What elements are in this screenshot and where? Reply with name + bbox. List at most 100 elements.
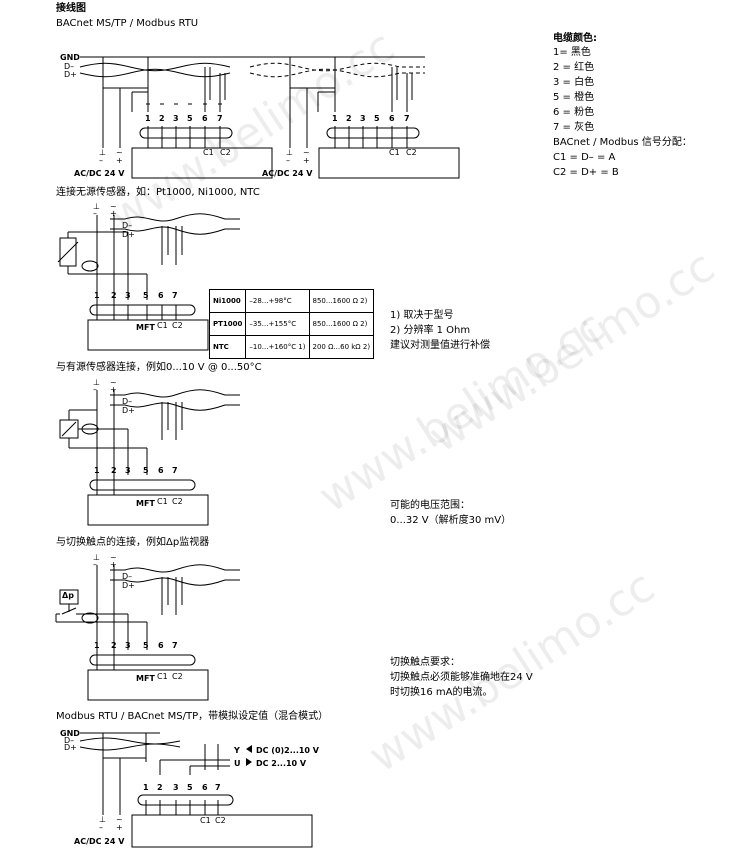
- page-title: 接线图: [56, 3, 86, 14]
- dplus-label: D+: [122, 581, 135, 590]
- terminal-label: 6: [202, 114, 208, 123]
- u-signal-label: U: [234, 759, 241, 768]
- terminal-label: 1: [94, 466, 100, 475]
- dp-sensor-label: Δp: [62, 591, 74, 600]
- terminal-label: 7: [404, 114, 410, 123]
- c1-label: C1: [203, 148, 214, 157]
- c2-label: C2: [172, 321, 183, 330]
- sensor-temp-range: –35...+155°C: [245, 312, 310, 336]
- plus-symbol: +: [116, 156, 123, 165]
- cable-color-item: 2 = 红色: [553, 62, 595, 73]
- ground-symbol: ⊥: [93, 378, 100, 387]
- section-title-mixed: Modbus RTU / BACnet MS/TP，带模拟设定值（混合模式）: [56, 711, 329, 722]
- c2-label: C2: [406, 148, 417, 157]
- note-switch: 时切换16 mA的电流。: [390, 687, 493, 698]
- gnd-label: GND: [60, 729, 80, 738]
- signal-assign-item: C2 = D+ = B: [553, 167, 619, 178]
- terminal-label: 2: [346, 114, 352, 123]
- terminal-label: 7: [172, 641, 178, 650]
- terminal-label: 3: [125, 641, 131, 650]
- sensor-res-range: 850...1600 Ω 2): [308, 289, 375, 313]
- y-signal-label: Y: [234, 746, 240, 755]
- minus-symbol: –: [286, 156, 290, 165]
- sensor-temp-range: –10...+160°C 1): [245, 335, 310, 359]
- dminus-label: D–: [122, 572, 133, 581]
- tilde-symbol: ~: [116, 148, 123, 157]
- section-title-passive: 连接无源传感器，如：Pt1000, Ni1000, NTC: [56, 187, 260, 198]
- terminal-label: 1: [94, 641, 100, 650]
- terminal-label: 2: [111, 641, 117, 650]
- cable-color-item: 1= 黑色: [553, 47, 591, 58]
- dplus-label: D+: [64, 70, 77, 79]
- mft-label: MFT: [136, 674, 155, 683]
- terminal-label: 6: [389, 114, 395, 123]
- y-signal-range: DC (0)2...10 V: [256, 746, 319, 755]
- sensor-res-range: 200 Ω...60 kΩ 2): [308, 335, 375, 359]
- cable-color-item: 6 = 粉色: [553, 107, 595, 118]
- plus-symbol: +: [303, 156, 310, 165]
- ac-dc-label: AC/DC 24 V: [74, 837, 125, 846]
- note-switch: 切换触点必须能够准确地在24 V: [390, 672, 533, 683]
- c1-label: C1: [200, 816, 211, 825]
- terminal-label: 2: [157, 783, 163, 792]
- tilde-symbol: ~: [303, 148, 310, 157]
- gnd-label: GND: [60, 53, 80, 62]
- dminus-label: D–: [122, 221, 133, 230]
- c2-label: C2: [220, 148, 231, 157]
- terminal-label: 3: [173, 114, 179, 123]
- tilde-symbol: ~: [110, 202, 117, 211]
- dminus-label: D–: [64, 62, 75, 71]
- table-row: Ni1000 –28...+98°C 850...1600 Ω 2): [208, 289, 375, 313]
- plus-symbol: +: [110, 209, 117, 218]
- terminal-label: 7: [172, 291, 178, 300]
- minus-symbol: –: [99, 156, 103, 165]
- terminal-label: 2: [159, 114, 165, 123]
- dplus-label: D+: [122, 230, 135, 239]
- terminal-label: 1: [94, 291, 100, 300]
- terminal-label: 2: [111, 466, 117, 475]
- tilde-symbol: ~: [110, 553, 117, 562]
- minus-symbol: –: [93, 209, 97, 218]
- note-active: 0...32 V（解析度30 mV）: [390, 515, 512, 526]
- section-title-active: 与有源传感器连接，例如0...10 V @ 0...50°C: [56, 362, 262, 373]
- dplus-label: D+: [122, 406, 135, 415]
- terminal-label: 5: [143, 641, 149, 650]
- plus-symbol: +: [116, 823, 123, 832]
- table-row: NTC –10...+160°C 1) 200 Ω...60 kΩ 2): [208, 335, 375, 359]
- minus-symbol: –: [93, 560, 97, 569]
- dminus-label: D–: [122, 397, 133, 406]
- terminal-label: 6: [158, 466, 164, 475]
- dminus-label: D–: [64, 736, 75, 745]
- sensor-name: NTC: [208, 335, 247, 359]
- u-signal-range: DC 2...10 V: [256, 759, 307, 768]
- tilde-symbol: ~: [110, 378, 117, 387]
- c1-label: C1: [389, 148, 400, 157]
- terminal-label: 5: [374, 114, 380, 123]
- ground-symbol: ⊥: [99, 815, 106, 824]
- terminal-label: 1: [332, 114, 338, 123]
- sensor-name: PT1000: [208, 312, 247, 336]
- table-row: PT1000 –35...+155°C 850...1600 Ω 2): [208, 312, 375, 336]
- terminal-label: 6: [158, 291, 164, 300]
- sensor-spec-table: Ni1000 –28...+98°C 850...1600 Ω 2) PT100…: [208, 289, 375, 359]
- terminal-label: 3: [173, 783, 179, 792]
- c1-label: C1: [157, 497, 168, 506]
- signal-assign-title: BACnet / Modbus 信号分配：: [553, 137, 692, 148]
- c2-label: C2: [215, 816, 226, 825]
- cable-color-item: 5 = 橙色: [553, 92, 595, 103]
- terminal-label: 7: [172, 466, 178, 475]
- note-switch: 切换触点要求：: [390, 657, 460, 668]
- terminal-label: 5: [143, 291, 149, 300]
- terminal-label: 1: [143, 783, 149, 792]
- terminal-label: 3: [125, 466, 131, 475]
- mft-label: MFT: [136, 499, 155, 508]
- minus-symbol: –: [93, 385, 97, 394]
- minus-symbol: –: [99, 823, 103, 832]
- ac-dc-label: AC/DC 24 V: [74, 169, 125, 178]
- terminal-label: 5: [187, 114, 193, 123]
- ground-symbol: ⊥: [99, 148, 106, 157]
- terminal-label: 7: [217, 114, 223, 123]
- plus-symbol: +: [110, 385, 117, 394]
- terminal-label: 7: [215, 783, 221, 792]
